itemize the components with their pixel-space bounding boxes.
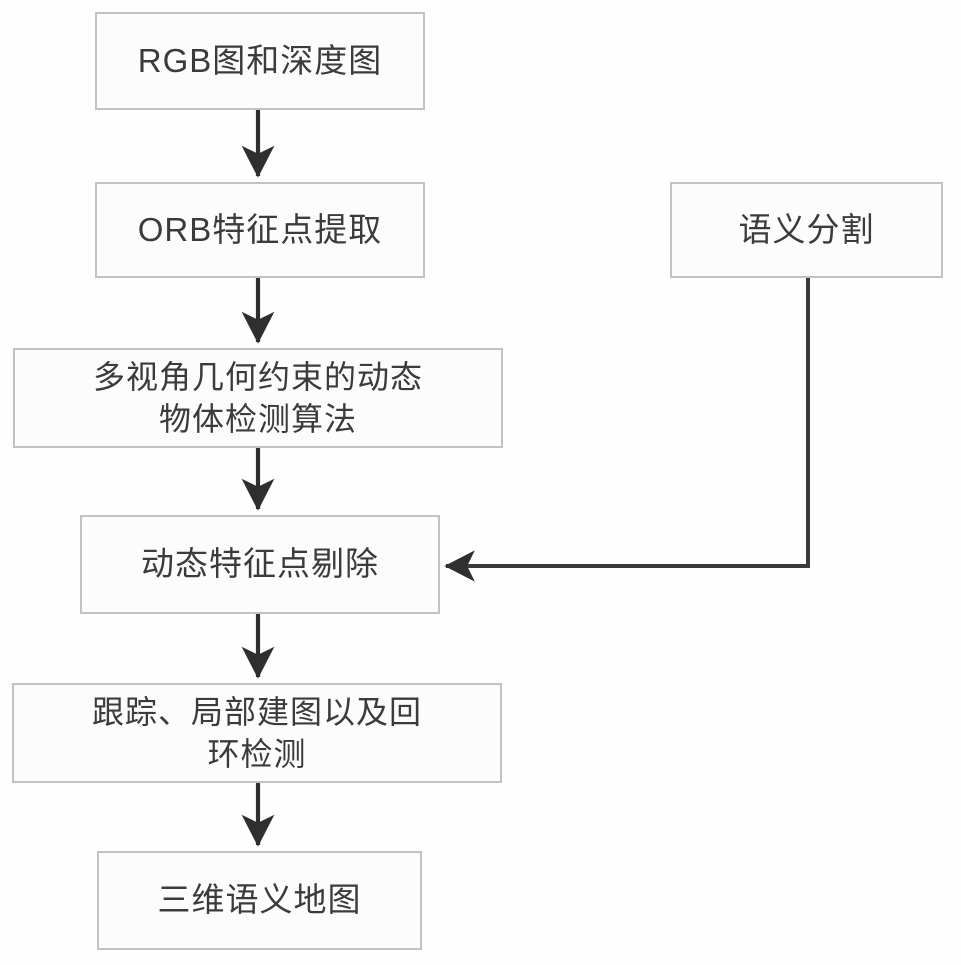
node-multiview-label: 多视角几何约束的动态 物体检测算法 <box>92 358 423 437</box>
node-orb-extract-label: ORB特征点提取 <box>137 210 383 248</box>
node-semantic-map-label: 三维语义地图 <box>157 881 362 919</box>
node-rgb-depth[interactable]: RGB图和深度图 <box>95 12 425 110</box>
node-tracking[interactable]: 跟踪、局部建图以及回 环检测 <box>12 683 502 783</box>
node-semantic-map[interactable]: 三维语义地图 <box>97 851 422 950</box>
node-tracking-label: 跟踪、局部建图以及回 环检测 <box>91 693 422 772</box>
node-dynamic-remove[interactable]: 动态特征点剔除 <box>80 515 440 614</box>
node-dynamic-remove-label: 动态特征点剔除 <box>141 545 379 583</box>
node-orb-extract[interactable]: ORB特征点提取 <box>95 182 425 278</box>
node-semantic-seg[interactable]: 语义分割 <box>670 182 943 278</box>
node-rgb-depth-label: RGB图和深度图 <box>137 41 383 79</box>
node-semantic-seg-label: 语义分割 <box>738 210 875 248</box>
node-multiview[interactable]: 多视角几何约束的动态 物体检测算法 <box>13 348 503 448</box>
